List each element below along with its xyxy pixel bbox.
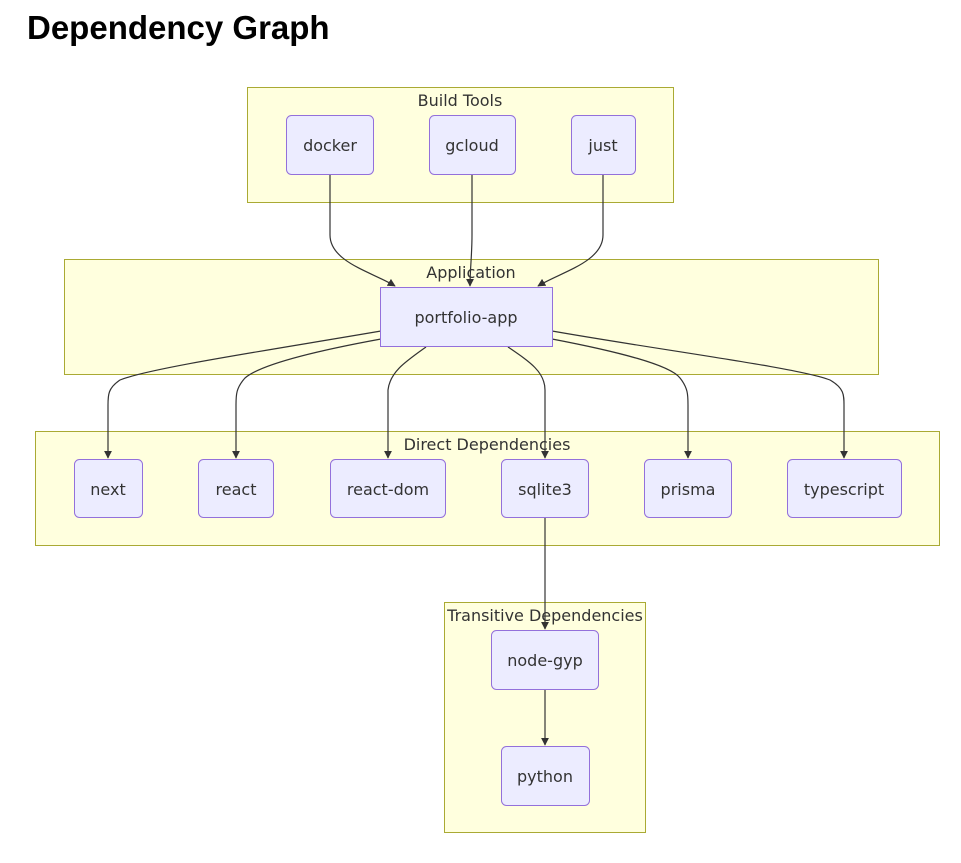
node-just[interactable]: just [571, 115, 636, 175]
page-title: Dependency Graph [27, 9, 330, 46]
node-portfolio-app[interactable]: portfolio-app [380, 287, 553, 347]
cluster-application-box [64, 259, 879, 375]
node-gcloud-box[interactable] [429, 115, 516, 175]
node-portfolio-app-box[interactable] [380, 287, 553, 347]
edge-portfolio-app-to-typescript [551, 330, 848, 459]
node-sqlite3-box[interactable] [501, 459, 589, 518]
node-next[interactable]: next [74, 459, 143, 518]
node-react-dom-label: react-dom [347, 480, 429, 499]
node-gcloud-label: gcloud [445, 136, 498, 155]
edge-portfolio-app-to-sqlite3 [507, 346, 549, 459]
node-python[interactable]: python [501, 746, 590, 806]
node-docker[interactable]: docker [286, 115, 374, 175]
node-node-gyp[interactable]: node-gyp [491, 630, 599, 690]
node-node-gyp-box[interactable] [491, 630, 599, 690]
node-react-dom[interactable]: react-dom [330, 459, 446, 518]
cluster-direct-dependencies-label: Direct Dependencies [404, 435, 571, 454]
node-python-label: python [517, 767, 573, 786]
node-sqlite3-label: sqlite3 [518, 480, 572, 499]
node-docker-box[interactable] [286, 115, 374, 175]
node-node-gyp-label: node-gyp [507, 651, 582, 670]
node-next-box[interactable] [74, 459, 143, 518]
cluster-build-tools-label: Build Tools [418, 91, 503, 110]
node-typescript-label: typescript [804, 480, 884, 499]
edge-docker-to-portfolio-app [329, 175, 396, 287]
edge-portfolio-app-to-react [232, 338, 382, 459]
node-prisma-box[interactable] [644, 459, 732, 518]
node-sqlite3[interactable]: sqlite3 [501, 459, 589, 518]
edge-just-to-portfolio-app [537, 175, 604, 287]
node-next-label: next [90, 480, 125, 499]
node-prisma-label: prisma [661, 480, 716, 499]
node-react-dom-box[interactable] [330, 459, 446, 518]
node-react-label: react [216, 480, 257, 499]
edge-portfolio-app-to-prisma [551, 338, 692, 459]
node-react[interactable]: react [198, 459, 274, 518]
edge-portfolio-app-to-next [104, 330, 382, 459]
node-just-box[interactable] [571, 115, 636, 175]
node-gcloud[interactable]: gcloud [429, 115, 516, 175]
node-typescript-box[interactable] [787, 459, 902, 518]
node-just-label: just [587, 136, 617, 155]
node-prisma[interactable]: prisma [644, 459, 732, 518]
cluster-application: Application [64, 259, 879, 375]
node-typescript[interactable]: typescript [787, 459, 902, 518]
edge-gcloud-to-portfolio-app [466, 175, 475, 287]
node-react-box[interactable] [198, 459, 274, 518]
edge-portfolio-app-to-react-dom [384, 346, 427, 459]
node-portfolio-app-label: portfolio-app [414, 308, 517, 327]
node-docker-label: docker [303, 136, 357, 155]
node-python-box[interactable] [501, 746, 590, 806]
